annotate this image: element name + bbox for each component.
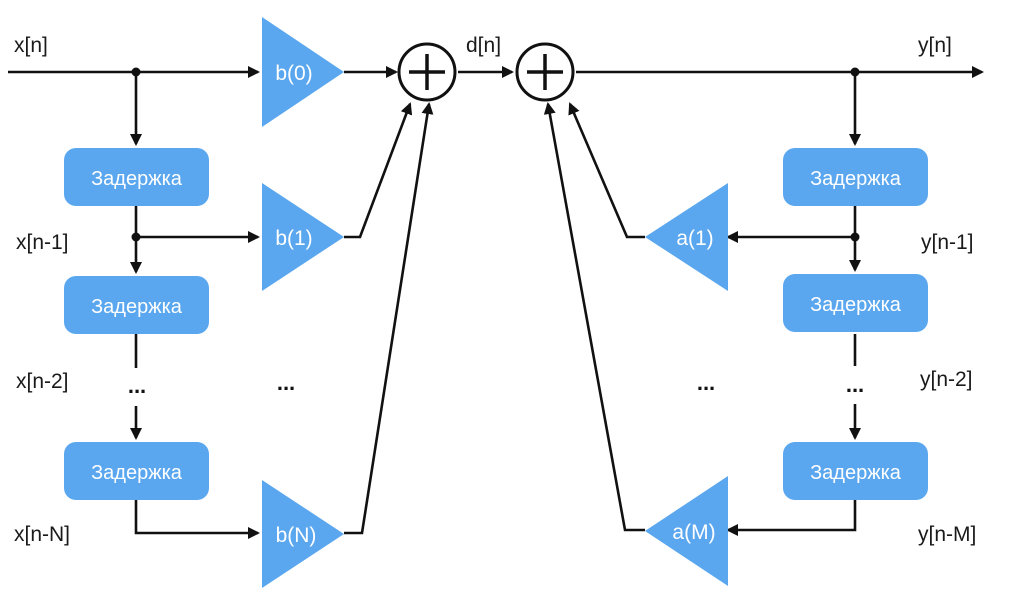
signal-wires (8, 66, 984, 539)
delay-block-right-1: Задержка (783, 148, 928, 206)
ellipsis-right-chain: ... (846, 372, 864, 397)
adder-1 (397, 42, 457, 102)
delay-label: Задержка (91, 462, 183, 484)
signal-x-n-N: x[n-N] (14, 523, 70, 546)
signal-y-n-1: y[n-1] (921, 231, 974, 254)
wire-yM-to-aM (726, 500, 857, 536)
gain-bN-label: b(N) (276, 524, 317, 547)
signal-d-n: d[n] (466, 34, 501, 57)
junction-dot (131, 67, 141, 77)
junction-dot (850, 232, 860, 242)
gain-a1-label: a(1) (676, 227, 713, 250)
wire-b1-adder1 (344, 102, 413, 239)
delay-label: Задержка (810, 294, 902, 316)
delay-block-left-1: Задержка (64, 148, 209, 206)
gain-aM-label: a(M) (672, 521, 715, 544)
delay-label: Задержка (810, 168, 902, 190)
delay-label: Задержка (810, 462, 902, 484)
gain-b1-label: b(1) (275, 227, 312, 250)
junction-dot (850, 67, 860, 77)
delay-label: Задержка (91, 168, 183, 190)
delay-block-right-m: Задержка (783, 442, 928, 500)
delay-block-left-2: Задержка (64, 276, 209, 334)
delay-label: Задержка (91, 296, 183, 318)
gain-bN: b(N) (262, 480, 344, 588)
ellipsis-forward-gains: ... (277, 370, 295, 395)
delay-block-left-n: Задержка (64, 442, 209, 500)
gain-b0-label: b(0) (275, 62, 312, 85)
junction-dot (131, 232, 141, 242)
wire-a1-adder2 (568, 102, 645, 239)
signal-y-n: y[n] (918, 34, 952, 57)
delay-block-right-2: Задержка (783, 274, 928, 332)
gain-a1: a(1) (645, 183, 728, 291)
wire-xN-to-bN (134, 500, 260, 539)
gain-b0: b(0) (262, 17, 344, 127)
adder-2 (515, 42, 575, 102)
signal-y-n-2: y[n-2] (920, 368, 973, 391)
signal-x-n-2: x[n-2] (16, 370, 69, 393)
gain-aM: a(M) (645, 476, 728, 586)
signal-x-n: x[n] (14, 34, 48, 57)
ellipsis-left-chain: ... (128, 373, 146, 398)
signal-y-n-M: y[n-M] (918, 523, 976, 546)
signal-x-n-1: x[n-1] (16, 231, 69, 254)
ellipsis-feedback-gains: ... (697, 370, 715, 395)
gain-b1: b(1) (262, 183, 344, 291)
wire-bN-adder1 (344, 102, 434, 535)
wire-aM-adder2 (543, 102, 645, 532)
